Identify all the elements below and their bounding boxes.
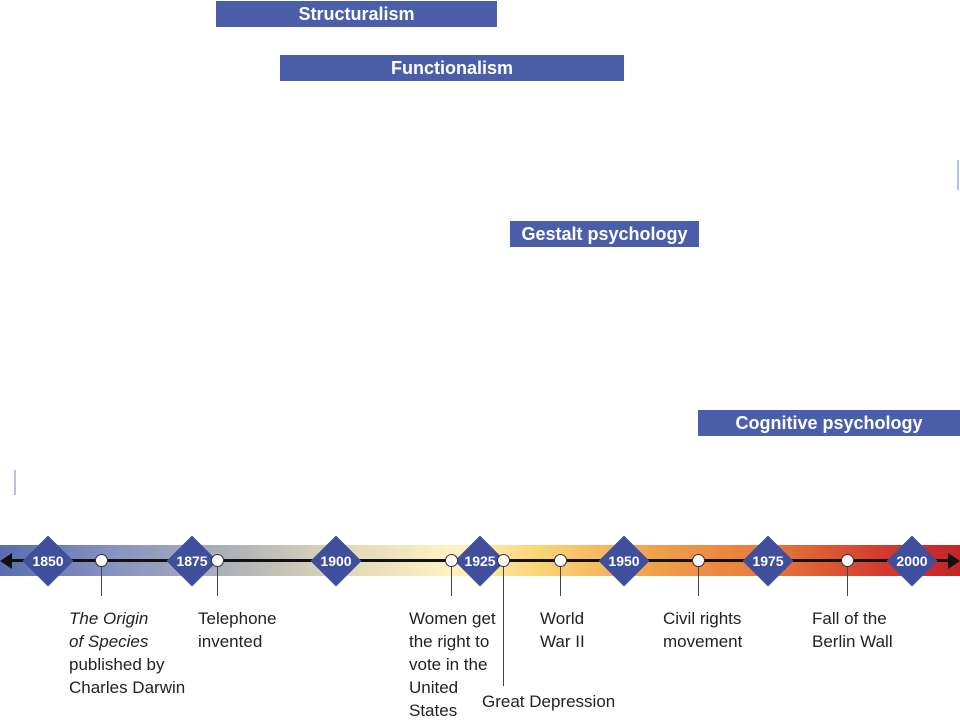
gestalt-psychology-label: Gestalt psychology [521,223,688,244]
telephone-line-1: Telephone [198,609,277,628]
event-dot-origin [95,554,108,567]
year-marker-1950: 1950 [598,535,650,587]
year-marker-1900: 1900 [310,535,362,587]
origin-title-line-2: of Species [69,632,149,651]
event-label-great-depression: Great Depression [482,690,615,713]
berlin-line-1: Fall of the [812,609,887,628]
event-dot-telephone [211,554,224,567]
event-dot-ww2 [554,554,567,567]
year-label: 1875 [176,553,208,569]
women-line-5: States [409,701,458,720]
year-label: 1975 [752,553,784,569]
women-line-2: the right to [409,632,490,651]
edge-mark-left [14,470,16,495]
leader-line-depression [503,566,504,686]
origin-title-line-1: The Origin [69,609,149,628]
depression-line-1: Great Depression [482,692,616,711]
origin-line-4: Charles Darwin [69,678,186,697]
berlin-line-2: Berlin Wall [812,632,893,651]
leader-line-berlin [847,566,848,596]
civil-line-1: Civil rights [663,609,742,628]
year-label: 1950 [608,553,640,569]
year-marker-1850: 1850 [22,535,74,587]
women-line-4: United [409,678,459,697]
event-dot-berlin [841,554,854,567]
structuralism-label: Structuralism [298,3,415,24]
cognitive-psychology-bar: Cognitive psychology [698,410,960,436]
event-label-berlin-wall: Fall of the Berlin Wall [812,607,893,653]
civil-line-2: movement [663,632,743,651]
functionalism-bar: Functionalism [280,55,624,81]
leader-line-telephone [217,566,218,596]
ww2-line-2: War II [540,632,585,651]
leader-line-women [451,566,452,596]
leader-line-origin [101,566,102,596]
event-label-world-war-2: World War II [540,607,585,653]
year-label: 1850 [32,553,64,569]
year-label: 1925 [464,553,496,569]
ww2-line-1: World [540,609,585,628]
women-line-1: Women get [409,609,496,628]
year-label: 2000 [896,553,928,569]
event-label-women-vote: Women get the right to vote in the Unite… [409,607,496,722]
event-dot-civil-rights [692,554,705,567]
functionalism-label: Functionalism [390,57,513,78]
telephone-line-2: invented [198,632,263,651]
event-label-origin: The Origin of Species published by Charl… [69,607,185,699]
event-label-telephone: Telephone invented [198,607,276,653]
gestalt-psychology-bar: Gestalt psychology [510,221,699,247]
leader-line-civil-rights [698,566,699,596]
structuralism-bar: Structuralism [216,1,497,27]
edge-mark-right [957,160,959,190]
cognitive-psychology-label: Cognitive psychology [735,412,923,433]
event-dot-women [445,554,458,567]
year-marker-2000: 2000 [886,535,938,587]
year-marker-1975: 1975 [742,535,794,587]
leader-line-ww2 [560,566,561,596]
year-marker-1875: 1875 [166,535,218,587]
event-label-civil-rights: Civil rights movement [663,607,742,653]
origin-line-3: published by [69,655,165,674]
year-marker-1925: 1925 [454,535,506,587]
arrow-right-icon [948,553,960,569]
year-label: 1900 [320,553,352,569]
event-dot-depression [497,554,510,567]
arrow-left-icon [0,553,12,569]
women-line-3: vote in the [409,655,488,674]
